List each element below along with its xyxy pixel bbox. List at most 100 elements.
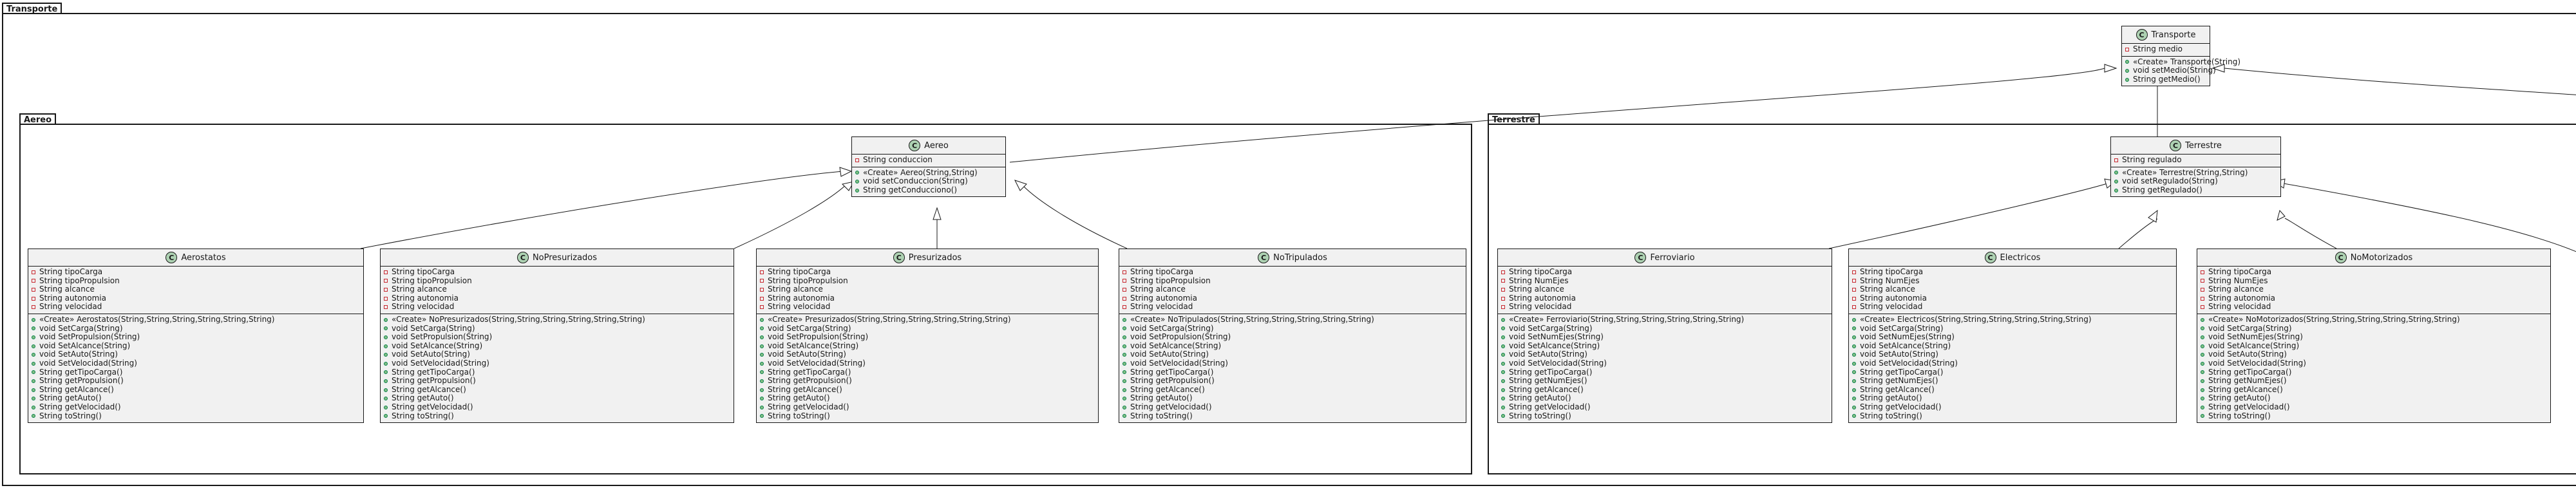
method-row: void SetAuto(String): [1122, 350, 1463, 359]
public-visibility-icon: [384, 353, 388, 357]
method-row: String getVelocidad(): [32, 402, 360, 412]
method-text: void SetCarga(String): [1130, 323, 1214, 333]
method-text: String getAuto(): [1860, 393, 1922, 403]
attribute-row: String autonomia: [2201, 294, 2547, 303]
edge-nopresurizados-aereo: [734, 183, 848, 249]
public-visibility-icon: [1501, 414, 1505, 418]
public-visibility-icon: [384, 361, 388, 366]
public-visibility-icon: [760, 353, 764, 357]
public-visibility-icon: [1852, 344, 1856, 348]
class-methods: «Create» Aerostatos(String,String,String…: [28, 314, 363, 422]
class-badge-icon: C: [2334, 252, 2347, 263]
method-row: String getPropulsion(): [1122, 377, 1463, 386]
method-text: «Create» Terrestre(String,String): [2122, 167, 2248, 177]
attribute-row: String autonomia: [760, 294, 1095, 303]
public-visibility-icon: [2201, 414, 2204, 418]
public-visibility-icon: [1122, 353, 1126, 357]
method-text: String getTipoCarga(): [392, 367, 475, 377]
attribute-text: String velocidad: [1860, 302, 1923, 312]
class-badge-icon: C: [2136, 29, 2148, 41]
attribute-text: String alcance: [768, 285, 823, 294]
attribute-row: String velocidad: [32, 303, 360, 312]
method-text: void SetPropulsion(String): [392, 332, 493, 342]
method-text: void SetCarga(String): [1860, 323, 1944, 333]
attribute-text: String tipoPropulsion: [1130, 276, 1211, 285]
method-row: «Create» Presurizados(String,String,Stri…: [760, 315, 1095, 324]
public-visibility-icon: [1501, 397, 1505, 401]
method-row: String getMedio(): [2125, 75, 2206, 84]
attribute-row: String tipoPropulsion: [760, 276, 1095, 286]
method-text: void SetNumEjes(String): [1509, 332, 1604, 342]
method-row: String getNumEjes(): [1852, 377, 2173, 386]
method-row: String getNumEjes(): [1501, 377, 1828, 386]
package-aereo: [19, 124, 1472, 474]
public-visibility-icon: [760, 326, 764, 331]
method-text: void SetVelocidad(String): [1509, 358, 1607, 368]
method-row: String toString(): [2201, 411, 2547, 421]
method-row: void SetAlcance(String): [1501, 341, 1828, 351]
attribute-text: String autonomia: [39, 293, 106, 303]
private-visibility-icon: [760, 296, 764, 301]
method-text: String getAlcance(): [39, 384, 114, 394]
private-visibility-icon: [1122, 296, 1126, 301]
class-name: Aerostatos: [181, 252, 226, 263]
attribute-row: String NumEjes: [2201, 276, 2547, 286]
method-text: void SetPropulsion(String): [768, 332, 869, 342]
method-row: «Create» Ferroviario(String,String,Strin…: [1501, 315, 1828, 324]
method-row: void SetAlcance(String): [760, 341, 1095, 351]
method-text: String getAlcance(): [2208, 384, 2283, 394]
attribute-text: String alcance: [1130, 285, 1186, 294]
attribute-text: String tipoCarga: [1130, 267, 1194, 276]
public-visibility-icon: [855, 171, 859, 175]
edge-ferroviario-terrestre: [1828, 182, 2112, 249]
method-text: void SetAlcance(String): [2208, 341, 2300, 350]
public-visibility-icon: [1122, 388, 1126, 392]
method-text: String toString(): [1130, 411, 1193, 420]
public-visibility-icon: [32, 388, 35, 392]
method-text: String getAuto(): [39, 393, 102, 403]
method-text: String getAlcance(): [768, 384, 842, 394]
method-text: void SetAlcance(String): [1860, 341, 1951, 350]
method-row: void SetCarga(String): [760, 324, 1095, 333]
public-visibility-icon: [384, 405, 388, 409]
method-row: String getAuto(): [2201, 394, 2547, 403]
class-badge-icon: C: [516, 252, 529, 263]
method-text: String getPropulsion(): [768, 376, 852, 386]
attribute-text: String autonomia: [392, 293, 459, 303]
public-visibility-icon: [2125, 60, 2129, 64]
method-text: String getTipoCarga(): [768, 367, 851, 377]
method-row: void SetVelocidad(String): [760, 359, 1095, 368]
edge-notripulados-aereo: [1022, 185, 1128, 249]
public-visibility-icon: [2201, 326, 2204, 331]
method-row: String getAlcance(): [760, 384, 1095, 395]
public-visibility-icon: [384, 326, 388, 331]
attribute-row: String tipoPropulsion: [1122, 276, 1463, 286]
method-text: void SetCarga(String): [39, 323, 123, 333]
public-visibility-icon: [384, 414, 388, 418]
public-visibility-icon: [2114, 179, 2118, 183]
method-row: void setRegulado(String): [2114, 177, 2277, 186]
method-text: String getAlcance(): [1509, 384, 1584, 394]
package-tab-aereo: Aereo: [19, 113, 57, 125]
public-visibility-icon: [2201, 379, 2204, 383]
private-visibility-icon: [1501, 270, 1505, 274]
attribute-text: String tipoPropulsion: [392, 276, 472, 285]
package-tab-transporte: Transporte: [2, 3, 62, 14]
method-row: String getAuto(): [1501, 394, 1828, 403]
edge-aerostatos-aereo: [360, 171, 844, 249]
public-visibility-icon: [760, 317, 764, 322]
public-visibility-icon: [1122, 317, 1126, 322]
arrowhead-transporte-right: [2211, 64, 2225, 73]
attribute-text: String alcance: [39, 285, 95, 294]
class-methods: «Create» Transporte(String)void setMedio…: [2122, 57, 2240, 86]
method-text: String getVelocidad(): [1509, 402, 1591, 411]
attribute-text: String alcance: [392, 285, 447, 294]
